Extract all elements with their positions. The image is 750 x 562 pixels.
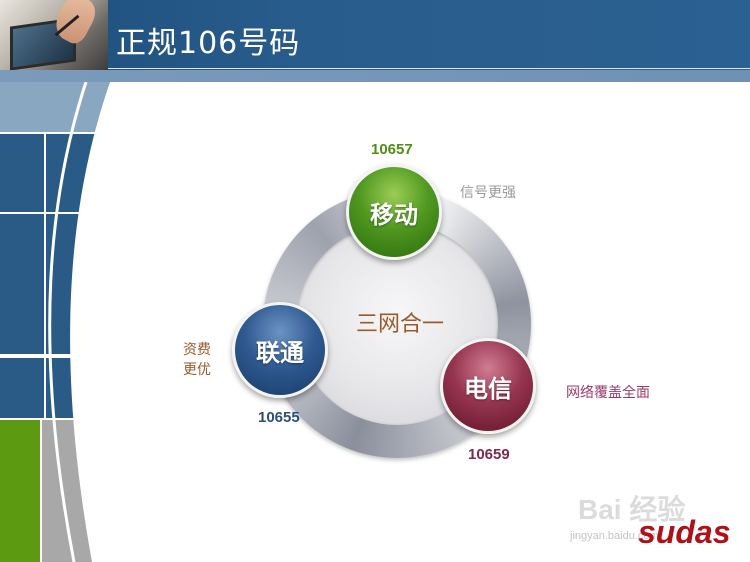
mobile-label: 移动 xyxy=(370,199,418,229)
mobile-code: 10657 xyxy=(371,141,413,158)
sudas-logo: sudas xyxy=(638,514,731,550)
unicom-note: 资费 更优 xyxy=(183,340,211,380)
unicom-note-line1: 资费 xyxy=(183,342,211,358)
tablet-photo-icon xyxy=(0,0,108,70)
telecom-label: 电信 xyxy=(464,373,512,403)
header-subband xyxy=(0,70,750,82)
telecom-code: 10659 xyxy=(468,446,510,463)
baidu-watermark: Bai 经验 xyxy=(578,494,686,525)
unicom-node: 联通 xyxy=(232,302,328,398)
unicom-code: 10655 xyxy=(258,409,300,426)
unicom-note-line2: 更优 xyxy=(183,362,211,378)
header-divider xyxy=(80,68,750,69)
telecom-node: 电信 xyxy=(440,338,536,434)
unicom-label: 联通 xyxy=(256,337,304,367)
left-decoration xyxy=(0,82,110,562)
mobile-note: 信号更强 xyxy=(460,185,516,201)
slide-title: 正规106号码 xyxy=(116,26,301,61)
mobile-node: 移动 xyxy=(346,164,442,260)
header-band xyxy=(0,0,750,70)
watermark-url: jingyan.baidu.com xyxy=(570,530,659,542)
center-label: 三网合一 xyxy=(355,312,444,337)
telecom-note: 网络覆盖全面 xyxy=(566,385,650,401)
